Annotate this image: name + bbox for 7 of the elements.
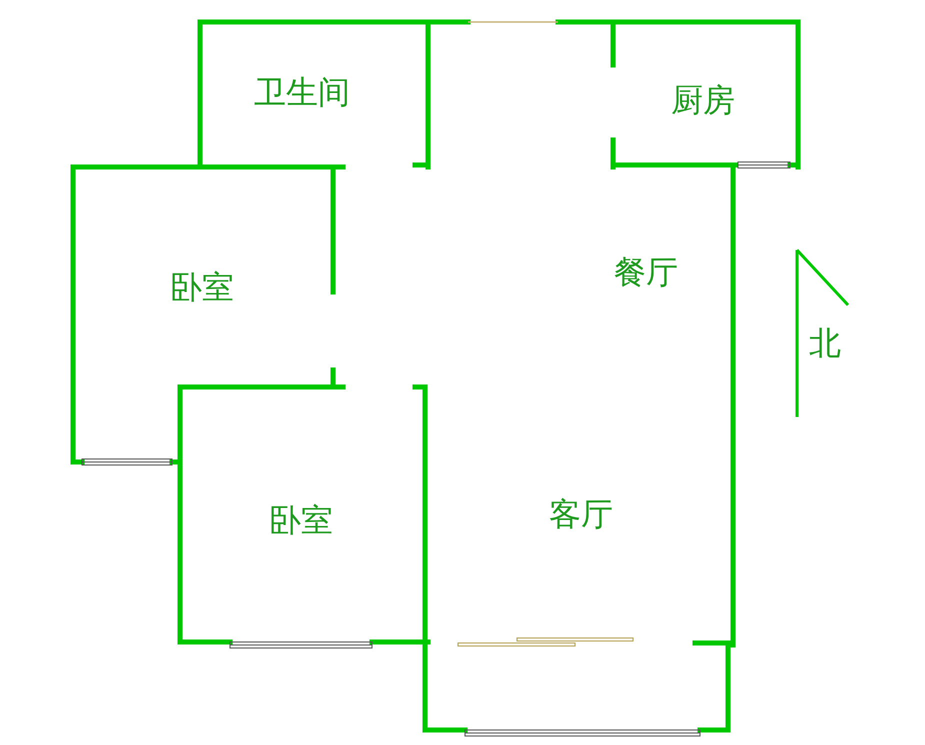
room-label: 卧室 [170,271,234,303]
compass-label: 北 [809,327,841,359]
room-label: 卫生间 [254,76,350,108]
room-label: 厨房 [671,84,735,116]
room-label: 餐厅 [614,256,678,288]
room-label: 卧室 [269,504,333,536]
room-label: 客厅 [549,498,613,530]
